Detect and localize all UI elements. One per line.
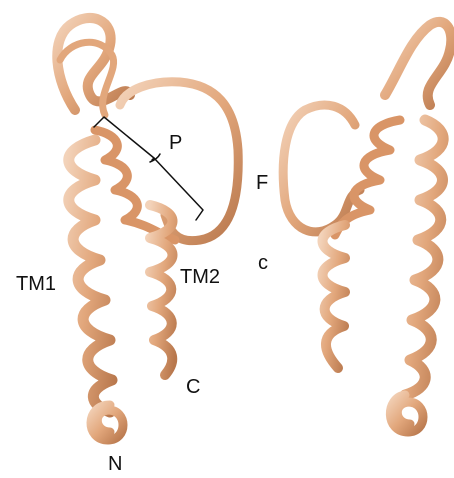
tm1-helix — [69, 140, 112, 412]
right-middle-helix — [335, 120, 400, 235]
n-terminus-label: N — [108, 454, 122, 474]
tm1-label: TM1 — [16, 274, 56, 294]
n-terminal-coil — [91, 405, 123, 440]
right-inner-helix — [323, 225, 346, 368]
c-terminus-label: C — [186, 377, 200, 397]
c-lower-label: c — [258, 253, 268, 273]
left-middle-helix — [95, 130, 175, 240]
right-top-loop — [385, 22, 451, 105]
right-terminal-coil — [390, 395, 423, 432]
left-pore-loop — [120, 82, 238, 241]
tm2-label: TM2 — [180, 267, 220, 287]
right-outer-helix — [405, 120, 443, 395]
p-label: P — [169, 133, 182, 153]
right-molecule — [283, 22, 451, 432]
left-molecule — [57, 18, 238, 440]
f-label: F — [256, 173, 268, 193]
left-top-loop — [57, 18, 130, 110]
